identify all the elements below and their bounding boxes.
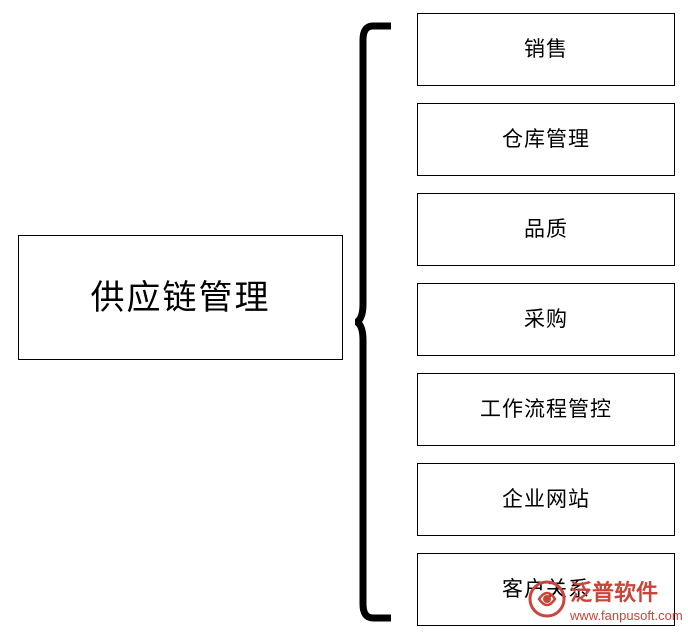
branch-node-sales: 销售 bbox=[417, 13, 675, 86]
root-node-label: 供应链管理 bbox=[90, 278, 271, 317]
branch-node-quality: 品质 bbox=[417, 193, 675, 266]
branch-node-label: 工作流程管控 bbox=[480, 398, 612, 421]
branch-node-label: 客户关系 bbox=[502, 578, 590, 601]
branch-node-label: 品质 bbox=[524, 218, 568, 241]
branch-node-warehouse: 仓库管理 bbox=[417, 103, 675, 176]
branch-node-crm: 客户关系 bbox=[417, 553, 675, 626]
branch-node-label: 仓库管理 bbox=[502, 128, 590, 151]
branch-node-website: 企业网站 bbox=[417, 463, 675, 536]
curly-brace-icon bbox=[350, 22, 397, 622]
branch-node-label: 采购 bbox=[524, 308, 568, 331]
branch-node-label: 企业网站 bbox=[502, 488, 590, 511]
branch-node-purchasing: 采购 bbox=[417, 283, 675, 356]
root-node: 供应链管理 bbox=[18, 235, 343, 360]
branch-node-workflow: 工作流程管控 bbox=[417, 373, 675, 446]
branch-list: 销售 仓库管理 品质 采购 工作流程管控 企业网站 客户关系 bbox=[417, 13, 675, 626]
branch-node-label: 销售 bbox=[524, 38, 568, 61]
